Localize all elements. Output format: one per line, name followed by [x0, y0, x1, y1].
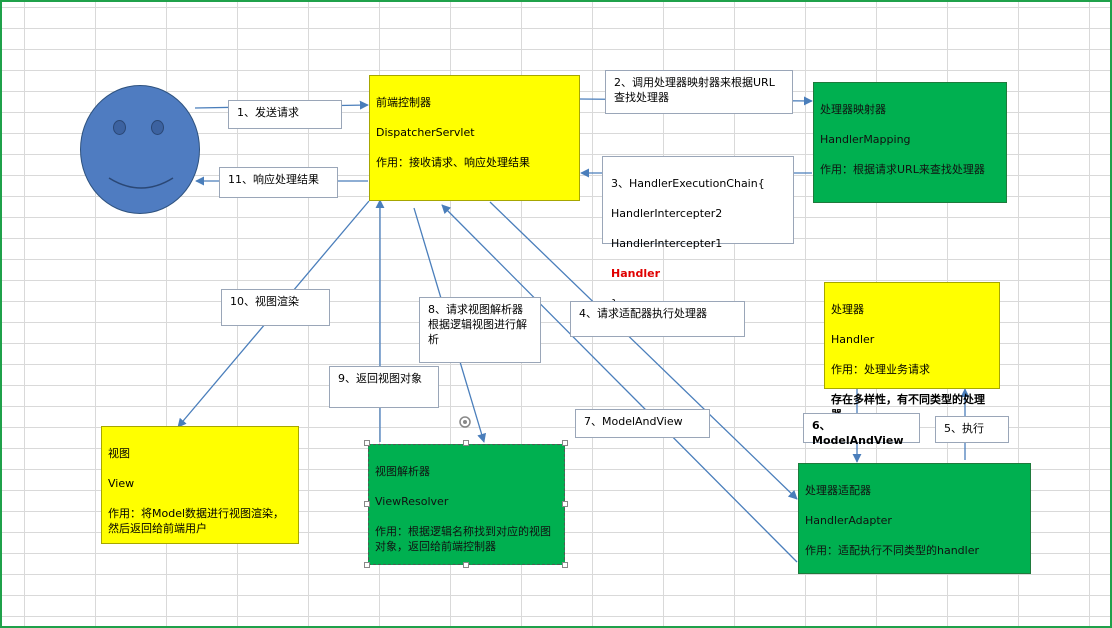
resize-handle-top-right[interactable]: [562, 440, 568, 446]
step-6-label: 6、ModelAndView: [803, 413, 920, 447]
view-resolver-box[interactable]: 视图解析器 ViewResolver 作用：根据逻辑名称找到对应的视图对象，返回…: [368, 444, 565, 565]
handler-adapter-title: 处理器适配器: [805, 484, 871, 497]
handler-box: 处理器 Handler 作用：处理业务请求 存在多样性，有不同类型的处理器: [824, 282, 1000, 421]
view-desc: 作用：将Model数据进行视图渲染，然后返回给前端用户: [108, 507, 285, 535]
step-10-label: 10、视图渲染: [221, 289, 330, 326]
arrow-4-request-adapter: [489, 201, 798, 500]
handler-mapping-box: 处理器映射器 HandlerMapping 作用：根据请求URL来查找处理器: [813, 82, 1007, 203]
handler-adapter-desc: 作用：适配执行不同类型的handler: [805, 544, 980, 557]
handler-desc: 作用：处理业务请求: [831, 363, 930, 376]
front-controller-box: 前端控制器 DispatcherServlet 作用：接收请求、响应处理结果: [369, 75, 580, 201]
resize-handle-bottom-right[interactable]: [562, 562, 568, 568]
step-3-interceptor-2: HandlerIntercepter2: [611, 207, 723, 220]
handler-mapping-title: 处理器映射器: [820, 103, 886, 116]
handler-mapping-name: HandlerMapping: [820, 133, 911, 146]
view-title: 视图: [108, 447, 130, 460]
step-11-label: 11、响应处理结果: [219, 167, 338, 198]
view-resolver-title: 视图解析器: [375, 465, 430, 478]
view-box: 视图 View 作用：将Model数据进行视图渲染，然后返回给前端用户: [101, 426, 299, 544]
step-3-label: 3、HandlerExecutionChain{ HandlerIntercep…: [602, 156, 794, 310]
arrow-7-model-and-view: [441, 204, 798, 563]
smile-mouth: [108, 177, 174, 189]
front-controller-title: 前端控制器: [376, 96, 431, 109]
step-3-interceptor-1: HandlerIntercepter1: [611, 237, 723, 250]
resize-handle-bottom[interactable]: [463, 562, 469, 568]
view-name: View: [108, 477, 135, 490]
resize-handle-bottom-left[interactable]: [364, 562, 370, 568]
step-3-handler: Handler: [611, 267, 660, 280]
view-resolver-name: ViewResolver: [375, 495, 449, 508]
resize-handle-right[interactable]: [562, 501, 568, 507]
user-smiley-face: [80, 85, 200, 214]
resize-handle-left[interactable]: [364, 501, 370, 507]
step-9-label: 9、返回视图对象: [329, 366, 439, 408]
handler-mapping-desc: 作用：根据请求URL来查找处理器: [820, 163, 985, 176]
rotate-handle-icon[interactable]: [458, 415, 472, 429]
handler-name: Handler: [831, 333, 875, 346]
step-8-label: 8、请求视图解析器根据逻辑视图进行解析: [419, 297, 541, 363]
right-eye: [151, 120, 164, 135]
handler-adapter-box: 处理器适配器 HandlerAdapter 作用：适配执行不同类型的handle…: [798, 463, 1031, 574]
handler-title: 处理器: [831, 303, 864, 316]
step-1-label: 1、发送请求: [228, 100, 342, 129]
front-controller-desc: 作用：接收请求、响应处理结果: [376, 156, 530, 169]
step-7-label: 7、ModelAndView: [575, 409, 710, 438]
step-3-head: 3、HandlerExecutionChain{: [611, 177, 765, 190]
left-eye: [113, 120, 126, 135]
handler-adapter-name: HandlerAdapter: [805, 514, 892, 527]
view-resolver-desc: 作用：根据逻辑名称找到对应的视图对象，返回给前端控制器: [375, 525, 551, 553]
front-controller-name: DispatcherServlet: [376, 126, 475, 139]
resize-handle-top[interactable]: [463, 440, 469, 446]
step-2-label: 2、调用处理器映射器来根据URL查找处理器: [605, 70, 793, 114]
step-4-label: 4、请求适配器执行处理器: [570, 301, 745, 337]
resize-handle-top-left[interactable]: [364, 440, 370, 446]
step-5-label: 5、执行: [935, 416, 1009, 443]
